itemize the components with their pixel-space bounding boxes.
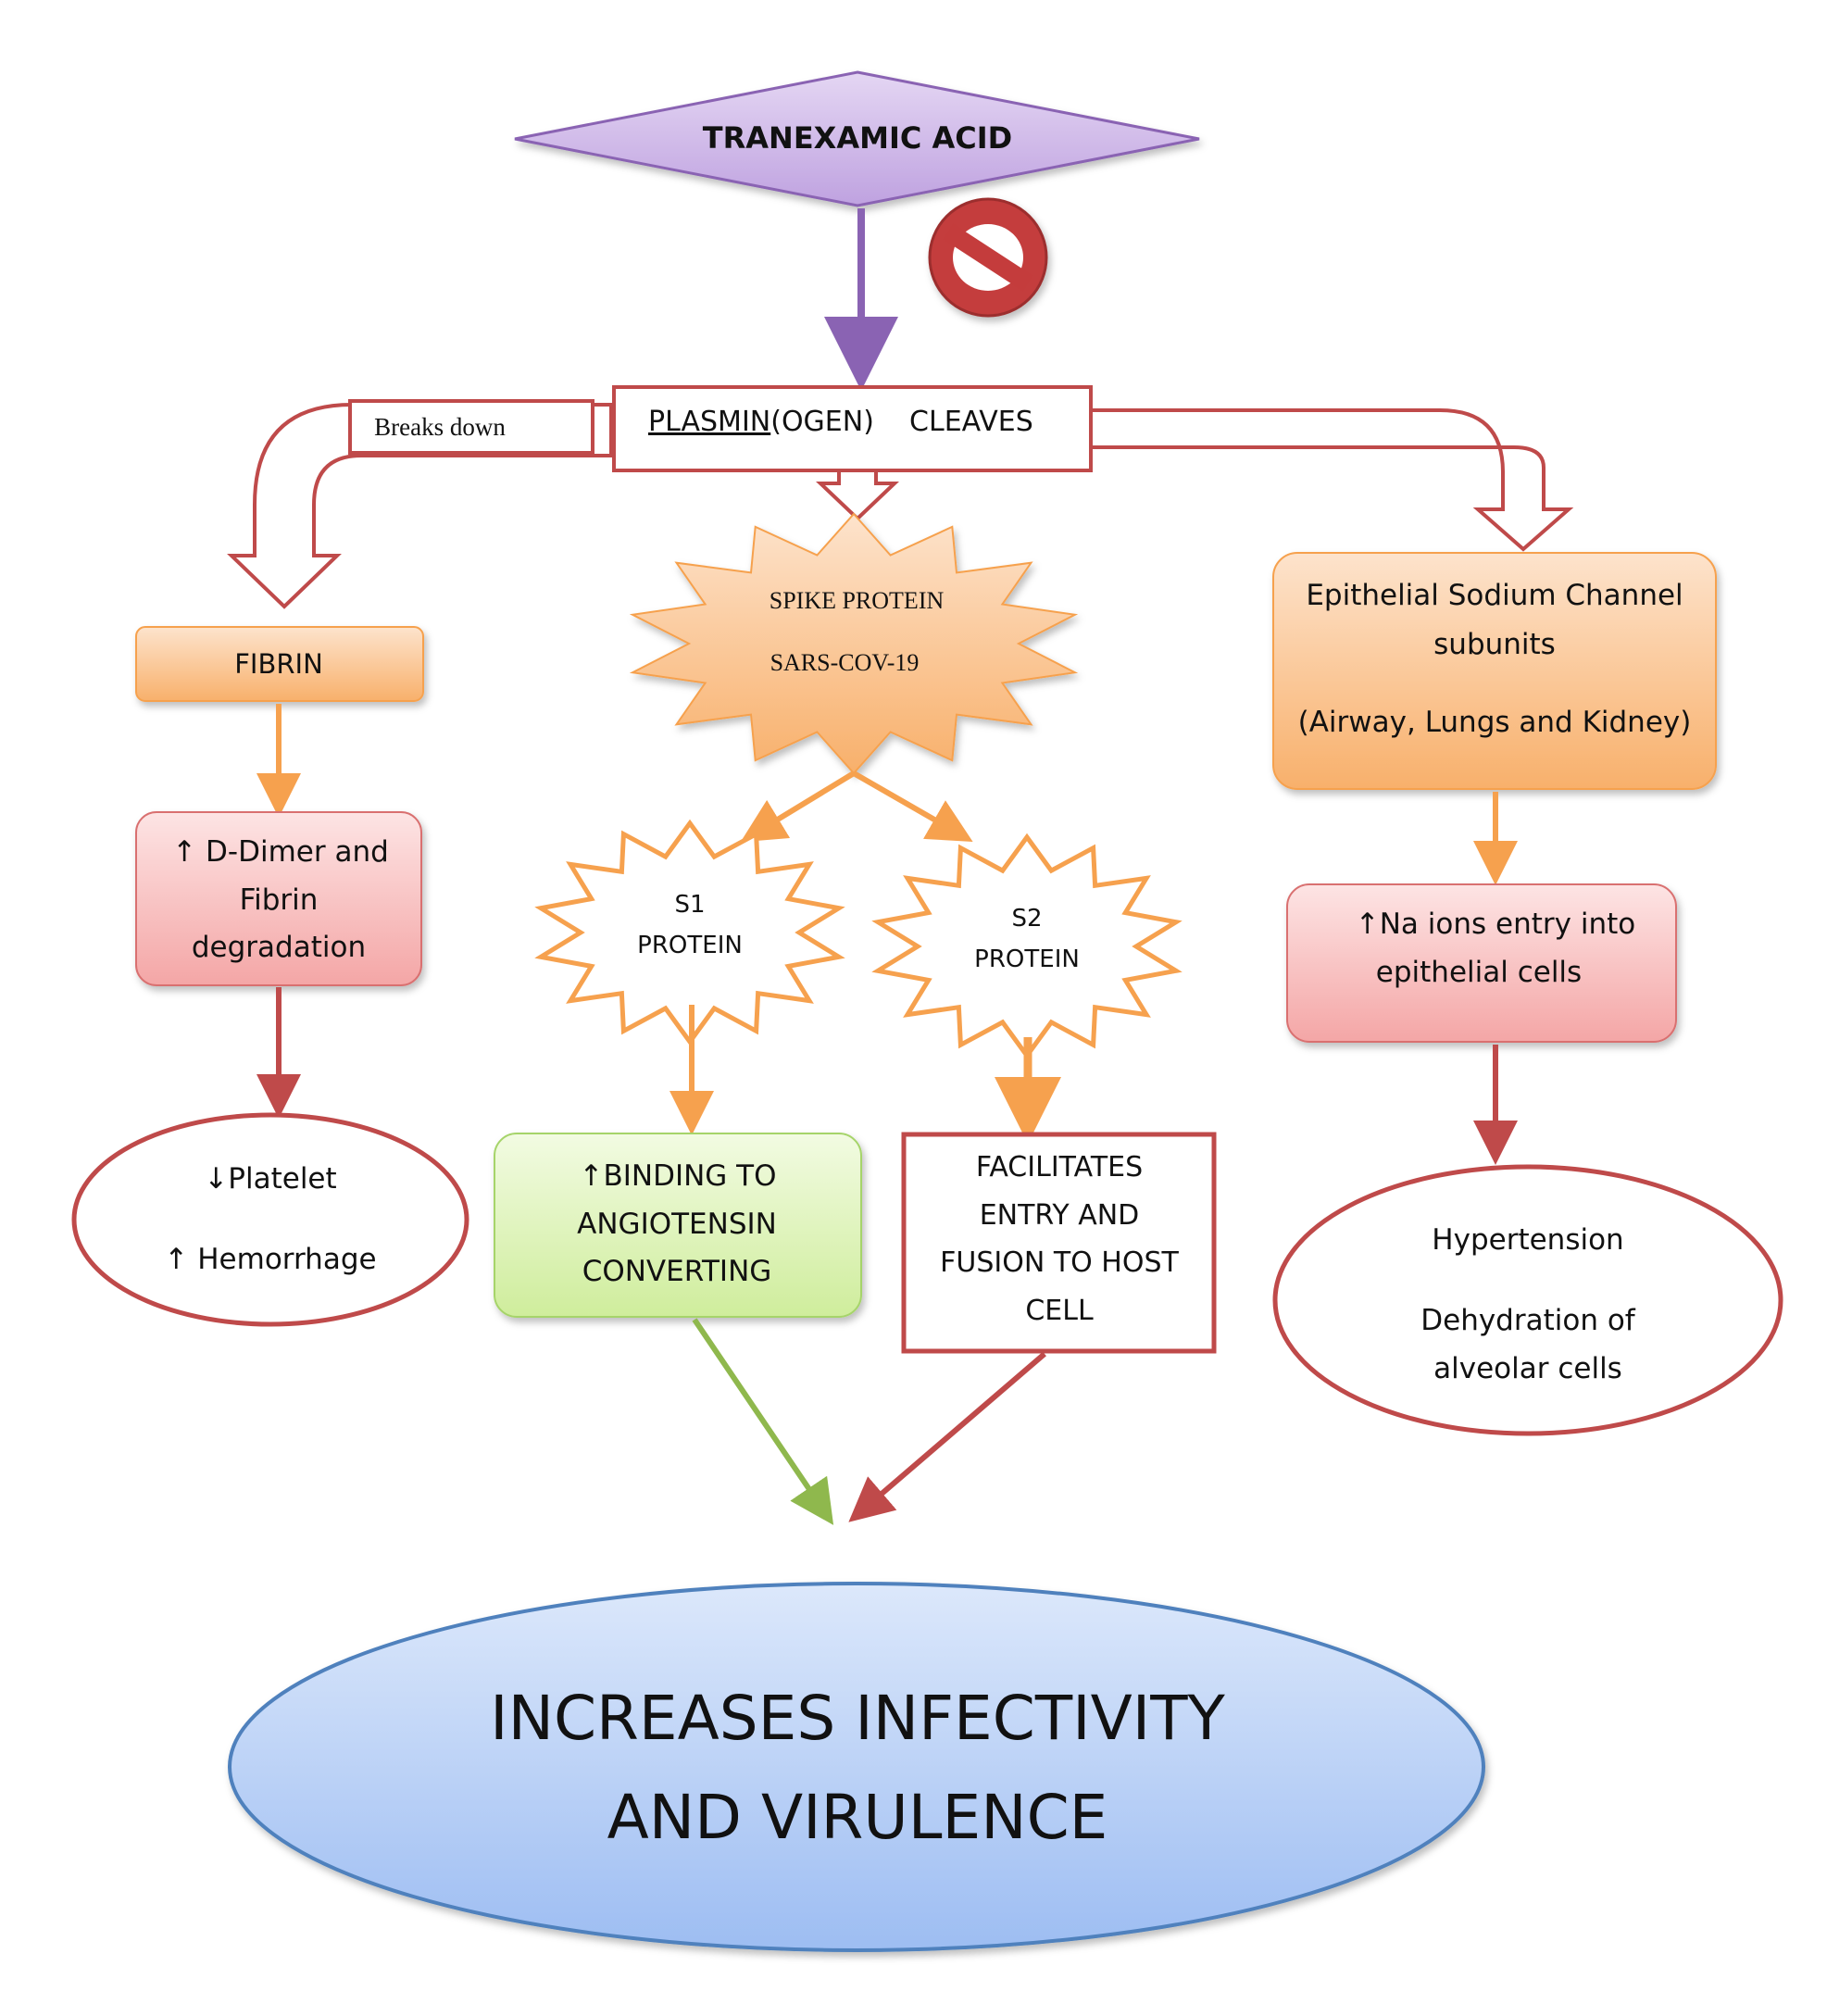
- plasmin-label: PLASMIN(OGEN) CLEAVES: [648, 406, 1033, 438]
- hypertension-line1: Hypertension: [1432, 1223, 1623, 1257]
- na-ions-line1: ↑Na ions entry into: [1356, 908, 1635, 941]
- binding-to-final-arrow: [692, 1318, 834, 1525]
- na-ions-line2: epithelial cells: [1376, 956, 1582, 989]
- s2-line1: S2: [1011, 905, 1042, 933]
- ddimer-line1: ↑ D-Dimer and: [172, 835, 389, 869]
- spike-to-s1-arrow: [740, 770, 856, 843]
- hypertension-node: Hypertension Dehydration of alveolar cel…: [1272, 1164, 1783, 1436]
- binding-node: ↑BINDING TO ANGIOTENSIN CONVERTING: [494, 1133, 862, 1318]
- breaks-down-label-box: [348, 399, 594, 455]
- final-line1: INCREASES INFECTIVITY: [490, 1683, 1225, 1754]
- hypertension-line3: alveolar cells: [1433, 1352, 1622, 1385]
- facilitates-line4: CELL: [1025, 1295, 1094, 1327]
- binding-line3: CONVERTING: [582, 1255, 772, 1288]
- plasmin-word: PLASMIN: [648, 406, 770, 438]
- sars-cov-label: SARS-COV-19: [770, 649, 920, 676]
- ddimer-node: ↑ D-Dimer and Fibrin degradation: [135, 811, 422, 986]
- spike-to-s2-arrow: [852, 770, 973, 842]
- hypertension-line2: Dehydration of: [1420, 1304, 1636, 1337]
- tranexamic-acid-label: TRANEXAMIC ACID: [703, 120, 1012, 156]
- s2-line2: PROTEIN: [974, 945, 1080, 973]
- right-hollow-arrow-body: [1086, 408, 1574, 552]
- breaks-down-hollow-arrow: [227, 403, 613, 609]
- facilitates-node: FACILITATES ENTRY AND FUSION TO HOST CEL…: [901, 1132, 1217, 1354]
- enac-line3: (Airway, Lungs and Kidney): [1298, 706, 1692, 739]
- plasmin-node: PLASMIN(OGEN) CLEAVES: [612, 385, 1093, 472]
- breaks-down-label: Breaks down: [374, 413, 506, 441]
- na-ions-node: ↑Na ions entry into epithelial cells: [1286, 883, 1677, 1043]
- spike-protein-node: SPIKE PROTEIN SARS-COV-19: [629, 512, 1079, 775]
- facilitates-line1: FACILITATES: [976, 1151, 1143, 1183]
- s1-line1: S1: [674, 891, 705, 919]
- platelet-node: ↓Platelet ↑ Hemorrhage: [71, 1112, 469, 1327]
- final-line2: AND VIRULENCE: [607, 1782, 1108, 1853]
- enac-line1: Epithelial Sodium Channel: [1306, 579, 1683, 612]
- prohibition-icon: [928, 197, 1048, 318]
- binding-line1: ↑BINDING TO: [580, 1159, 777, 1193]
- facilitates-to-final-arrow: [848, 1351, 1046, 1522]
- ddimer-line3: degradation: [192, 931, 366, 964]
- fibrin-node: FIBRIN: [135, 626, 424, 702]
- plasmin-suffix: (OGEN) CLEAVES: [770, 406, 1033, 438]
- spike-protein-label: SPIKE PROTEIN: [770, 587, 945, 614]
- facilitates-line3: FUSION TO HOST: [940, 1246, 1179, 1279]
- platelet-line2: ↑ Hemorrhage: [164, 1243, 376, 1276]
- binding-line2: ANGIOTENSIN: [577, 1208, 777, 1241]
- fibrin-label: FIBRIN: [234, 648, 323, 680]
- ddimer-line2: Fibrin: [240, 883, 319, 917]
- enac-line2: subunits: [1433, 628, 1556, 661]
- platelet-line1: ↓Platelet: [204, 1162, 336, 1196]
- facilitates-line2: ENTRY AND: [980, 1199, 1140, 1232]
- s1-line2: PROTEIN: [637, 932, 743, 959]
- s2-protein-node: S2 PROTEIN: [871, 833, 1183, 1060]
- final-outcome-node: INCREASES INFECTIVITY AND VIRULENCE: [228, 1582, 1485, 1952]
- enac-node: Epithelial Sodium Channel subunits (Airw…: [1272, 552, 1717, 790]
- plasmin-to-spike-arrow: [815, 469, 900, 521]
- tranexamic-acid-node: TRANEXAMIC ACID: [514, 70, 1200, 207]
